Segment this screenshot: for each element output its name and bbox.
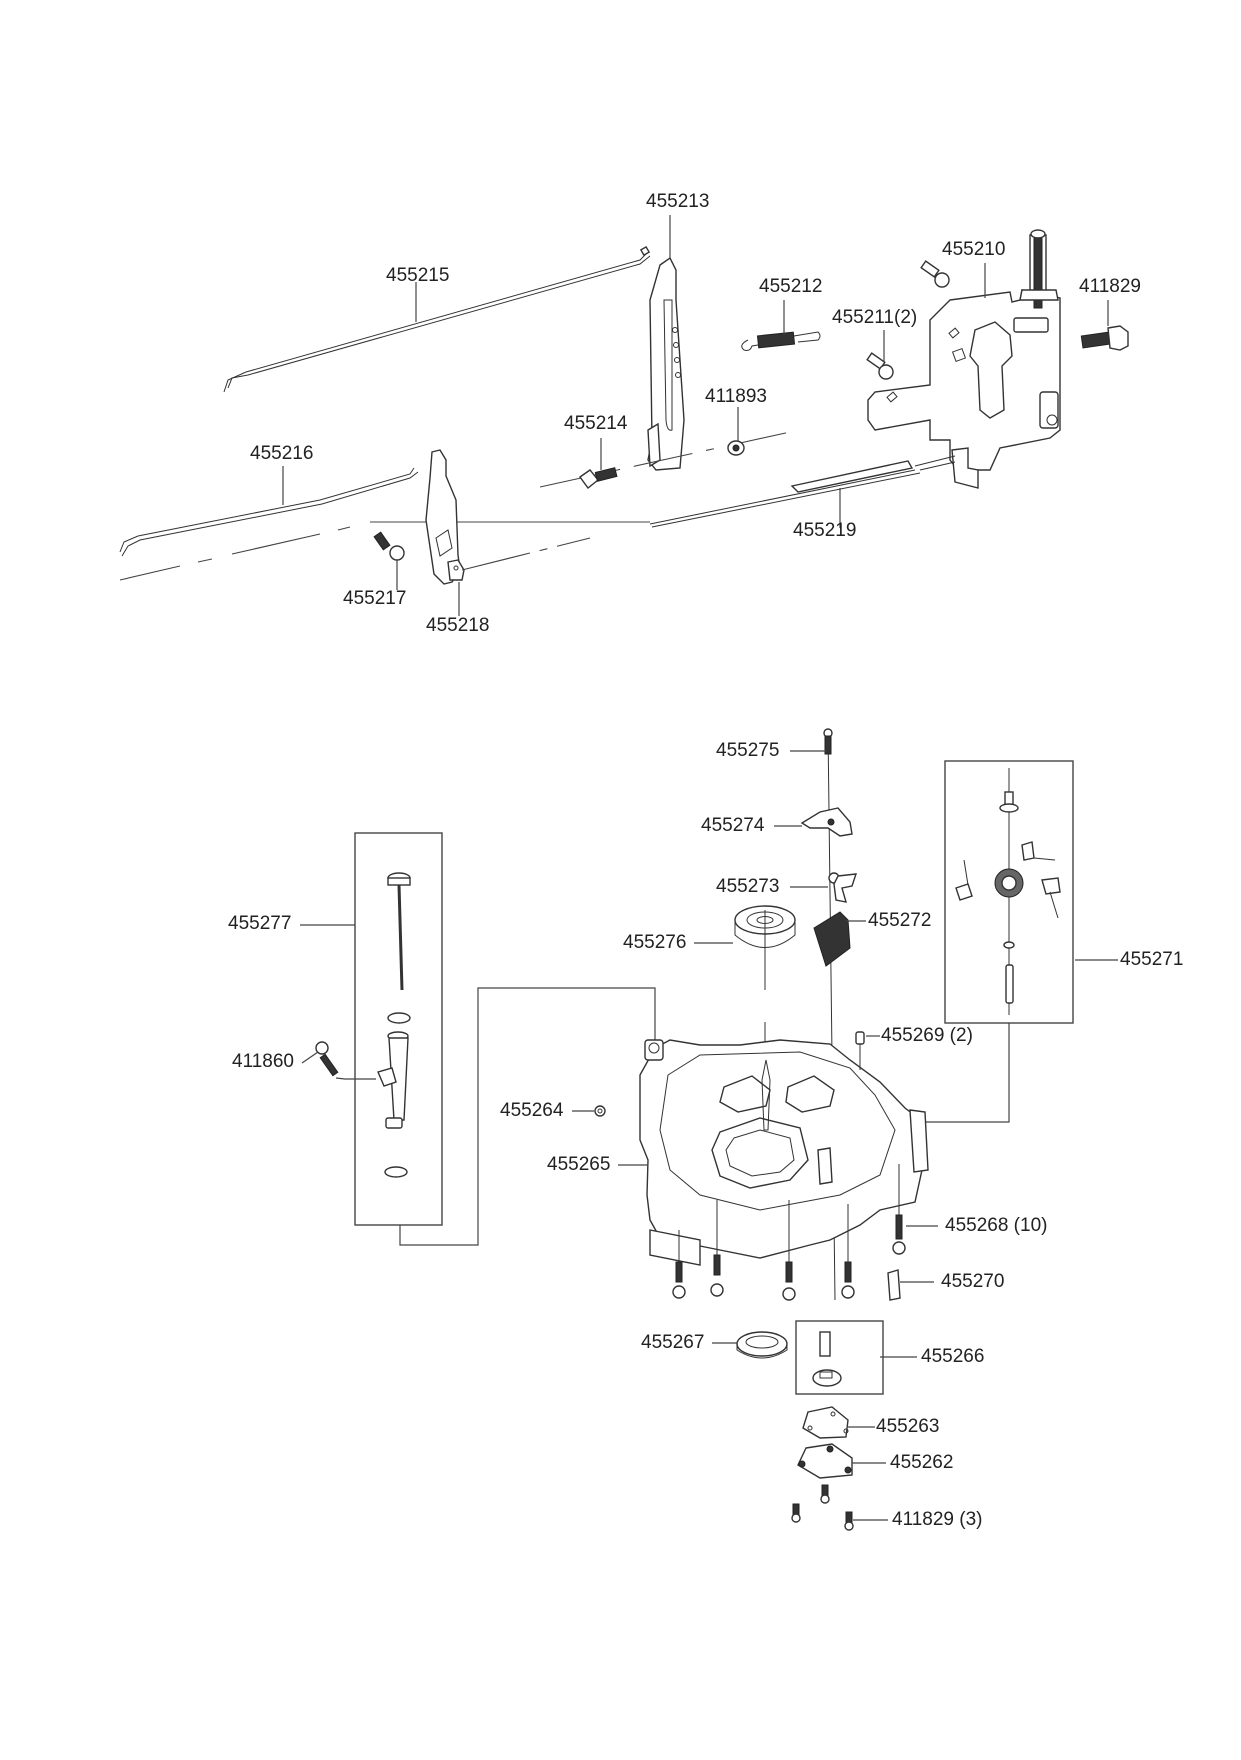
screw-455214	[579, 467, 618, 490]
label-411893: 411893	[705, 386, 767, 407]
bolts-455268	[672, 1164, 906, 1301]
label-411829: 411829	[1079, 276, 1141, 297]
label-455276: 455276	[623, 932, 687, 953]
spring-455212	[741, 331, 821, 351]
label-455262: 455262	[890, 1452, 954, 1473]
kit-box-455266	[795, 1320, 884, 1395]
screen-455272	[813, 911, 851, 967]
label-455215: 455215	[386, 265, 450, 286]
lever-455213	[647, 256, 685, 471]
nut-411893	[727, 440, 745, 456]
pump-kit-455266	[812, 1331, 842, 1387]
label-455265: 455265	[547, 1154, 611, 1175]
rod-455215	[223, 245, 651, 393]
label-455272: 455272	[868, 910, 932, 931]
label-455268: 455268 (10)	[945, 1215, 1048, 1236]
label-455263: 455263	[876, 1416, 940, 1437]
screws-411829-3	[791, 1484, 854, 1531]
dowel-455269	[855, 1031, 865, 1070]
label-455270: 455270	[941, 1271, 1005, 1292]
rod-455216	[119, 467, 419, 557]
label-411860: 411860	[232, 1051, 294, 1072]
label-455210: 455210	[942, 239, 1006, 260]
label-455216: 455216	[250, 443, 314, 464]
gasket-455263	[802, 1406, 849, 1439]
label-455266: 455266	[921, 1346, 985, 1367]
connector-455271	[910, 1023, 1010, 1123]
governor-kit-455271	[955, 768, 1061, 1015]
label-455269: 455269 (2)	[881, 1025, 973, 1046]
leader-411860	[301, 1051, 376, 1080]
screw-455275	[823, 728, 833, 755]
label-455213: 455213	[646, 191, 710, 212]
label-455211: 455211(2)	[832, 307, 918, 328]
lever-455218	[425, 449, 465, 585]
screw-455217	[373, 531, 405, 561]
label-455273: 455273	[716, 876, 780, 897]
crankcase-455265	[639, 1039, 929, 1266]
governor-455273	[828, 872, 858, 903]
label-455274: 455274	[701, 815, 765, 836]
label-455218: 455218	[426, 615, 490, 636]
plate-455274	[800, 807, 853, 837]
label-455264: 455264	[500, 1100, 564, 1121]
axis-line-lower	[461, 537, 591, 571]
label-411829-3: 411829 (3)	[892, 1509, 983, 1530]
label-455217: 455217	[343, 588, 407, 609]
bracket-455210	[867, 229, 1061, 471]
screw-455211-b	[866, 352, 894, 380]
bolt-411829	[1080, 325, 1129, 351]
rod-455219	[119, 447, 979, 581]
dipstick-455277	[377, 872, 411, 1178]
label-455214: 455214	[564, 413, 628, 434]
cover-455262	[797, 1443, 853, 1479]
screw-455211-a	[920, 260, 950, 288]
bolt-411860	[315, 1041, 339, 1077]
label-455267: 455267	[641, 1332, 705, 1353]
nut-455264	[594, 1105, 606, 1117]
label-455219: 455219	[793, 520, 857, 541]
label-455277: 455277	[228, 913, 292, 934]
kit-box-455277	[354, 832, 443, 1226]
clip-455270	[887, 1269, 901, 1301]
seal-455267	[736, 1331, 788, 1359]
connector-455277	[399, 987, 656, 1246]
label-455212: 455212	[759, 276, 823, 297]
label-455271: 455271	[1120, 949, 1184, 970]
label-455275: 455275	[716, 740, 780, 761]
